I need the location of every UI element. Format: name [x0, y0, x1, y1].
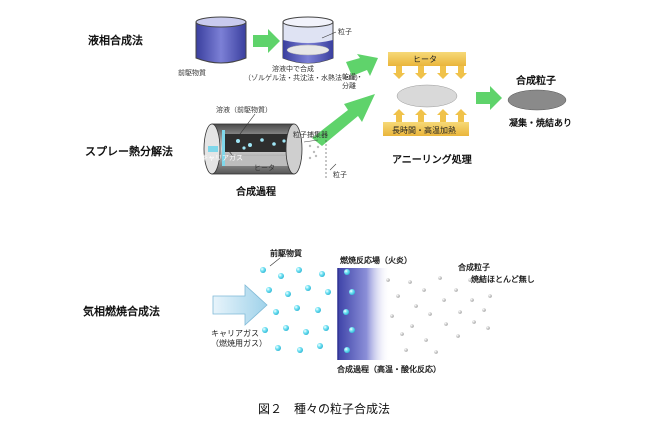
spray-collector-label: 粒子捕集器	[293, 131, 328, 139]
liquid-process-line1: 溶液中で合成	[272, 65, 314, 73]
beaker-particles	[282, 16, 334, 64]
particle-leader	[321, 31, 337, 39]
vapor-result-title: 合成粒子	[458, 263, 490, 272]
method-liquid-label: 液相合成法	[88, 34, 143, 47]
spray-particle-label: 粒子	[333, 171, 347, 179]
heater-top	[388, 52, 466, 66]
precursor-particles	[260, 267, 355, 353]
liquid-particle-label: 粒子	[338, 28, 352, 36]
spray-heater-label: ヒータ	[254, 164, 275, 172]
spray-droplets	[236, 138, 286, 150]
method-vapor-label: 気相燃焼合成法	[83, 305, 160, 318]
heat-arrows-up	[393, 109, 467, 122]
collector-mesh	[303, 139, 337, 180]
heater-bottom-label: 長時間・高温加熱	[392, 126, 456, 135]
result-particles	[507, 89, 567, 111]
spray-solution-label: 溶液（前駆物質）	[216, 106, 272, 114]
liquid-precursor-label: 前駆物質	[178, 69, 206, 77]
arrow-anneal-result	[476, 86, 502, 110]
anneal-particles	[396, 84, 458, 108]
carrier-gas-arrow	[212, 284, 268, 326]
heater-top-label: ヒータ	[413, 55, 437, 64]
spray-process-label: 合成過程	[236, 187, 276, 198]
heat-arrows-down	[393, 66, 467, 79]
vapor-carrier-line2: （燃焼用ガス）	[211, 339, 267, 348]
spray-tube	[203, 123, 303, 175]
figure-caption: 図２ 種々の粒子合成法	[258, 402, 391, 416]
liquid-process-line2: （ゾルゲル法・共沈法・水熱法 etc）	[244, 74, 363, 82]
liquid-dry-line2: 分離	[342, 82, 356, 90]
anneal-result-title: 合成粒子	[516, 76, 556, 87]
liquid-dry-line1: 乾燥・	[342, 73, 363, 81]
vapor-result-note: 焼結ほとんど無し	[471, 275, 535, 284]
heater-bottom	[383, 122, 469, 136]
collected-particles	[308, 144, 320, 160]
precursor-leader	[269, 257, 281, 267]
arrow-liquid-1	[253, 29, 280, 53]
arrow-liquid-anneal	[346, 54, 378, 76]
arrow-spray-anneal	[312, 94, 375, 146]
anneal-result-note: 凝集・焼結あり	[509, 119, 573, 129]
vapor-flame-label: 燃焼反応場（火炎）	[340, 256, 412, 265]
carrier-leader	[227, 149, 234, 157]
vapor-precursor-label: 前駆物質	[270, 249, 302, 258]
product-particles	[386, 276, 492, 354]
vapor-carrier-line1: キャリアガス	[211, 329, 259, 338]
method-spray-label: スプレー熱分解法	[85, 145, 173, 158]
anneal-title: アニーリング処理	[392, 155, 472, 166]
spray-carrier-label: キャリアガス	[201, 154, 243, 162]
vapor-process-label: 合成過程（高温・酸化反応）	[337, 365, 441, 374]
beaker-precursor	[195, 16, 247, 64]
solution-leader	[239, 113, 256, 135]
